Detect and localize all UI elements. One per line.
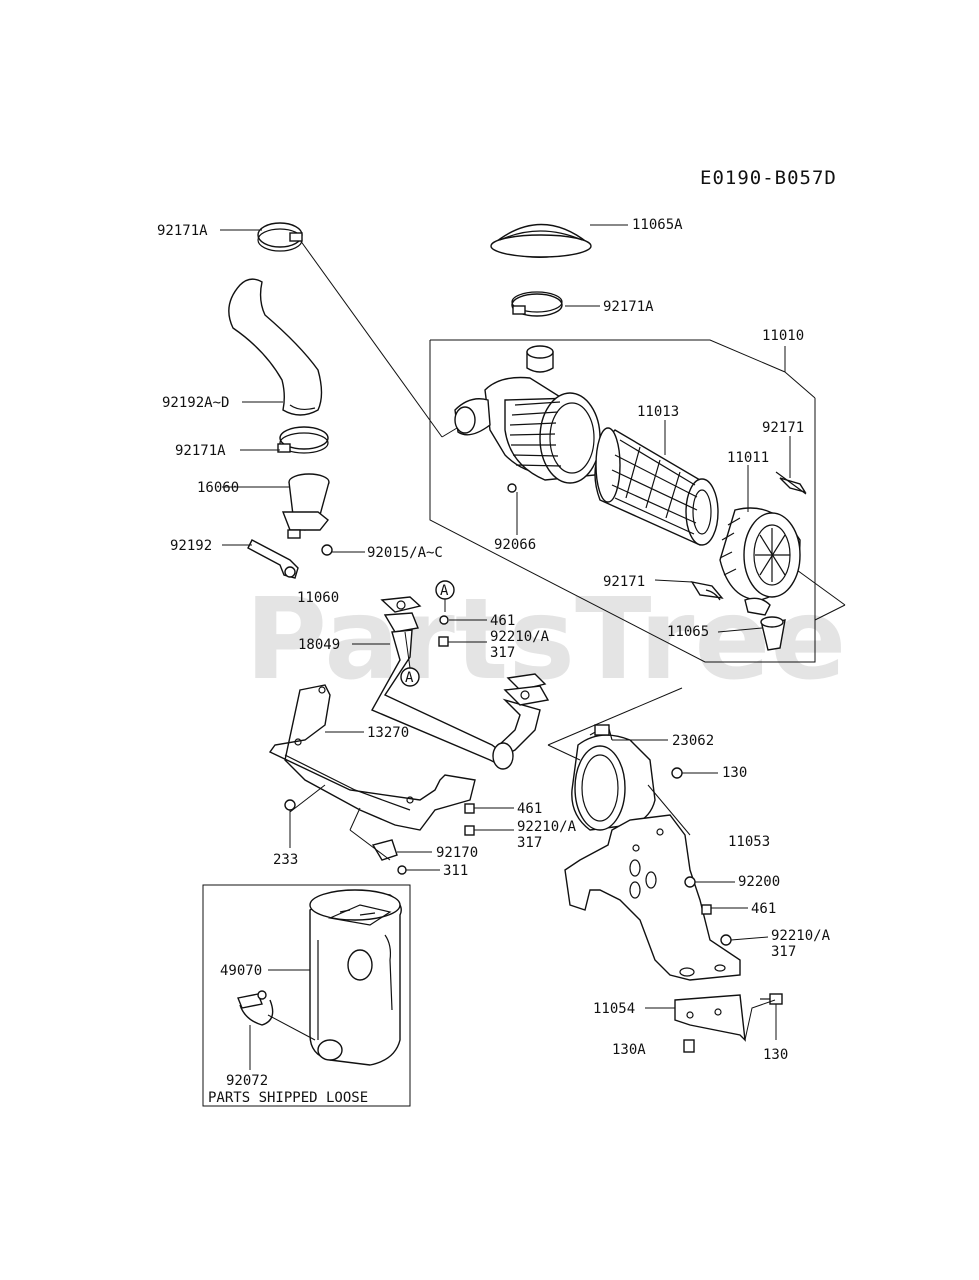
label-317-bracket: 317 xyxy=(771,944,796,960)
label-11065: 11065 xyxy=(667,624,709,640)
part-labels: 92171A 11065A 92171A 11010 11013 92171 1… xyxy=(157,217,831,1106)
air-cleaner-cap xyxy=(490,223,592,258)
shield-bracket xyxy=(371,839,398,861)
loose-parts-box xyxy=(202,884,411,1107)
label-11053: 11053 xyxy=(728,834,770,850)
diagram-code: E0190-B057D xyxy=(700,167,837,189)
label-461-bracket: 461 xyxy=(751,901,776,917)
bolt-311 xyxy=(397,865,407,875)
evacuator-valve xyxy=(744,597,786,651)
nut-461-mid xyxy=(464,803,475,814)
label-92210-mid: 92210/A xyxy=(517,819,577,835)
label-92171-lower: 92171 xyxy=(603,574,645,590)
breather-pipe xyxy=(247,539,299,579)
air-cleaner-frame xyxy=(299,239,846,663)
hose-clamp-top-left xyxy=(257,222,303,252)
small-bracket-11054 xyxy=(674,967,746,1042)
marker-a-bottom: A xyxy=(400,631,420,687)
label-461-top: 461 xyxy=(490,613,515,629)
label-11060: 11060 xyxy=(297,590,339,606)
label-11065a: 11065A xyxy=(632,217,683,233)
label-92171a-top: 92171A xyxy=(157,223,208,239)
label-317-mid: 317 xyxy=(517,835,542,851)
nut-92015 xyxy=(321,544,333,556)
label-317-top: 317 xyxy=(490,645,515,661)
label-92171-right: 92171 xyxy=(762,420,804,436)
label-311: 311 xyxy=(443,863,468,879)
label-233: 233 xyxy=(273,852,298,868)
label-92066: 92066 xyxy=(494,537,536,553)
svg-text:A: A xyxy=(405,670,414,686)
label-92015: 92015/A~C xyxy=(367,545,443,561)
label-461-mid: 461 xyxy=(517,801,542,817)
label-92171a-mid: 92171A xyxy=(175,443,226,459)
hose-clamp-mid-left xyxy=(277,426,329,454)
bolt-130a xyxy=(683,1039,695,1053)
label-130a: 130A xyxy=(612,1042,646,1058)
nut-461-top xyxy=(439,615,449,625)
exhaust-gasket-lower xyxy=(503,673,550,706)
label-92200: 92200 xyxy=(738,874,780,890)
mounting-bracket xyxy=(564,814,741,981)
label-18049: 18049 xyxy=(298,637,340,653)
heat-shield xyxy=(268,684,476,831)
label-130-duct: 130 xyxy=(722,765,747,781)
primary-filter-element xyxy=(594,427,719,546)
exhaust-pipe xyxy=(371,612,541,770)
label-16060: 16060 xyxy=(197,480,239,496)
inlet-tube xyxy=(526,345,554,373)
label-92170: 92170 xyxy=(436,845,478,861)
label-92192: 92192 xyxy=(170,538,212,554)
label-49070: 49070 xyxy=(220,963,262,979)
nut-92210-bracket xyxy=(720,934,732,946)
label-92171a-upper: 92171A xyxy=(603,299,654,315)
label-11013: 11013 xyxy=(637,404,679,420)
washer-92200 xyxy=(684,876,696,888)
bolt-130-duct xyxy=(671,767,683,779)
box-caption: PARTS SHIPPED LOOSE xyxy=(208,1090,368,1106)
label-130-bracket: 130 xyxy=(763,1047,788,1063)
bolt-130-bracket xyxy=(760,993,783,1005)
cooling-duct xyxy=(571,724,656,831)
label-13270: 13270 xyxy=(367,725,409,741)
clip-lower xyxy=(690,580,724,601)
intake-hose xyxy=(228,278,323,416)
muffler xyxy=(309,889,402,1066)
label-23062: 23062 xyxy=(672,733,714,749)
clip-right xyxy=(775,471,807,495)
label-11010: 11010 xyxy=(762,328,804,344)
hose-clamp-upper xyxy=(511,291,563,317)
nut-92210-mid xyxy=(464,825,475,836)
muffler-clamp xyxy=(237,990,316,1041)
air-cleaner-cover xyxy=(719,507,801,601)
label-11011: 11011 xyxy=(727,450,769,466)
nut-461-bracket xyxy=(701,904,712,915)
label-92210-top: 92210/A xyxy=(490,629,550,645)
leader-lines xyxy=(220,224,791,1070)
bolt-233 xyxy=(284,799,296,811)
label-92192ad: 92192A~D xyxy=(162,395,229,411)
label-92210-bracket: 92210/A xyxy=(771,928,831,944)
inlet-adapter xyxy=(281,473,330,539)
air-cleaner-body xyxy=(454,376,601,493)
label-11054: 11054 xyxy=(593,1001,635,1017)
svg-text:A: A xyxy=(440,583,449,599)
exhaust-gasket-upper xyxy=(380,596,422,613)
nut-92210-top xyxy=(438,636,449,647)
label-92072: 92072 xyxy=(226,1073,268,1089)
marker-a-top: A xyxy=(435,580,455,612)
